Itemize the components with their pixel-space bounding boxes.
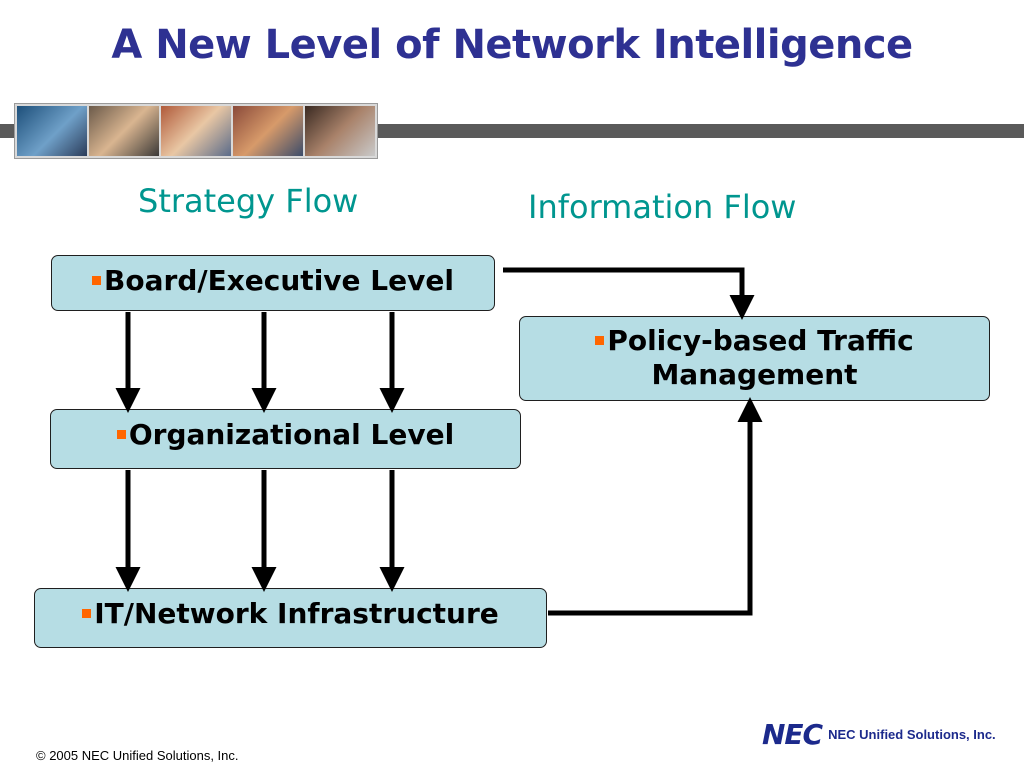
bullet-square-icon — [82, 608, 92, 618]
photo-strip-image — [14, 103, 378, 159]
photo-image — [161, 106, 231, 156]
infrastructure-label: IT/Network Infrastructure — [94, 597, 499, 630]
bullet-square-icon — [92, 275, 102, 285]
policy-traffic-box: Policy-based Traffic Management — [519, 316, 990, 401]
arrow-down-icon — [503, 267, 755, 320]
information-flow-heading: Information Flow — [528, 188, 797, 226]
slide-title: A New Level of Network Intelligence — [111, 22, 913, 68]
strategy-flow-heading: Strategy Flow — [138, 182, 359, 220]
bullet-square-icon — [595, 335, 605, 345]
nec-logo: NEC NEC Unified Solutions, Inc. — [762, 718, 996, 751]
policy-label-line2: Management — [651, 358, 858, 391]
nec-logo-text: NEC Unified Solutions, Inc. — [828, 727, 996, 742]
policy-label-line1: Policy-based Traffic — [607, 324, 914, 357]
photo-image — [17, 106, 87, 156]
photo-image — [89, 106, 159, 156]
infrastructure-box: IT/Network Infrastructure — [34, 588, 547, 648]
nec-logo-mark: NEC — [762, 718, 823, 751]
photo-image — [233, 106, 303, 156]
organizational-box: Organizational Level — [50, 409, 521, 469]
organizational-label: Organizational Level — [128, 418, 455, 451]
bullet-square-icon — [116, 429, 126, 439]
arrow-up-icon — [548, 397, 763, 616]
board-executive-box: Board/Executive Level — [51, 255, 495, 311]
photo-image — [305, 106, 375, 156]
board-executive-label: Board/Executive Level — [104, 264, 454, 297]
copyright-footer: © 2005 NEC Unified Solutions, Inc. — [36, 748, 239, 763]
